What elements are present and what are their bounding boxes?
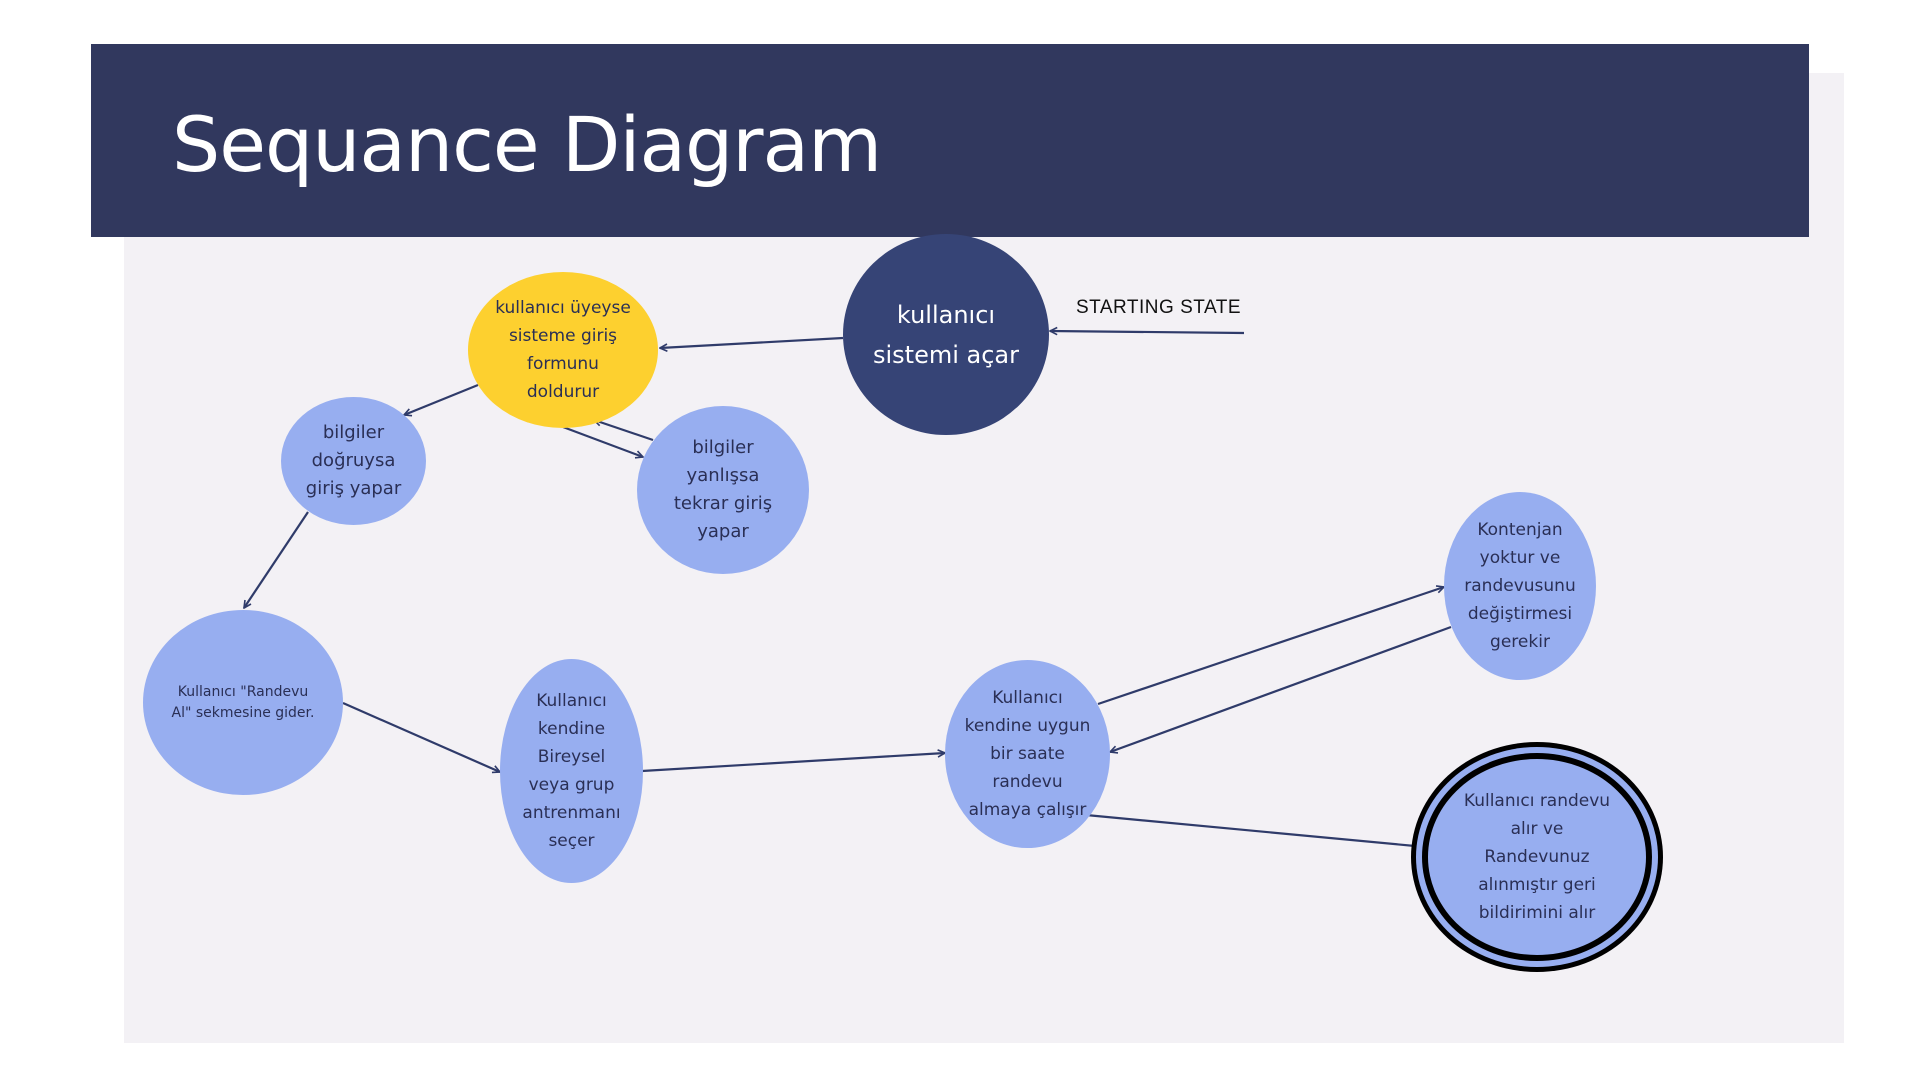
node-correct-info: bilgiler doğruysa giriş yapar <box>281 397 426 525</box>
node-correct-info-text: bilgiler doğruysa giriş yapar <box>305 422 402 499</box>
node-login-form-text: kullanıcı üyeyse sisteme giriş formunu d… <box>495 298 631 402</box>
header-bar <box>91 44 1809 237</box>
node-no-quota-text: Kontenjan yoktur ve randevusunu değiştir… <box>1464 520 1576 652</box>
node-booked-final: Kullanıcı randevu alır ve Randevunuz alı… <box>1422 753 1652 961</box>
node-wrong-info-text: bilgiler yanlışsa tekrar giriş yapar <box>673 437 773 542</box>
node-no-quota: Kontenjan yoktur ve randevusunu değiştir… <box>1444 492 1596 680</box>
page-title: Sequance Diagram <box>172 100 882 189</box>
node-booked-text: Kullanıcı randevu alır ve Randevunuz alı… <box>1463 791 1611 923</box>
node-training-choice-text: Kullanıcı kendine Bireysel veya grup ant… <box>522 691 621 851</box>
node-try-booking-text: Kullanıcı kendine uygun bir saate randev… <box>964 688 1091 820</box>
node-start: kullanıcı sistemi açar <box>843 234 1049 435</box>
node-appointment-tab: Kullanıcı "Randevu Al" sekmesine gider. <box>143 610 343 795</box>
node-appointment-tab-text: Kullanıcı "Randevu Al" sekmesine gider. <box>171 683 315 721</box>
node-login-form: kullanıcı üyeyse sisteme giriş formunu d… <box>468 272 658 428</box>
node-training-choice: Kullanıcı kendine Bireysel veya grup ant… <box>500 659 643 883</box>
starting-state-label: STARTING STATE <box>1076 297 1241 318</box>
node-wrong-info: bilgiler yanlışsa tekrar giriş yapar <box>637 406 809 574</box>
node-try-booking: Kullanıcı kendine uygun bir saate randev… <box>945 660 1110 848</box>
node-start-text: kullanıcı sistemi açar <box>872 300 1019 369</box>
